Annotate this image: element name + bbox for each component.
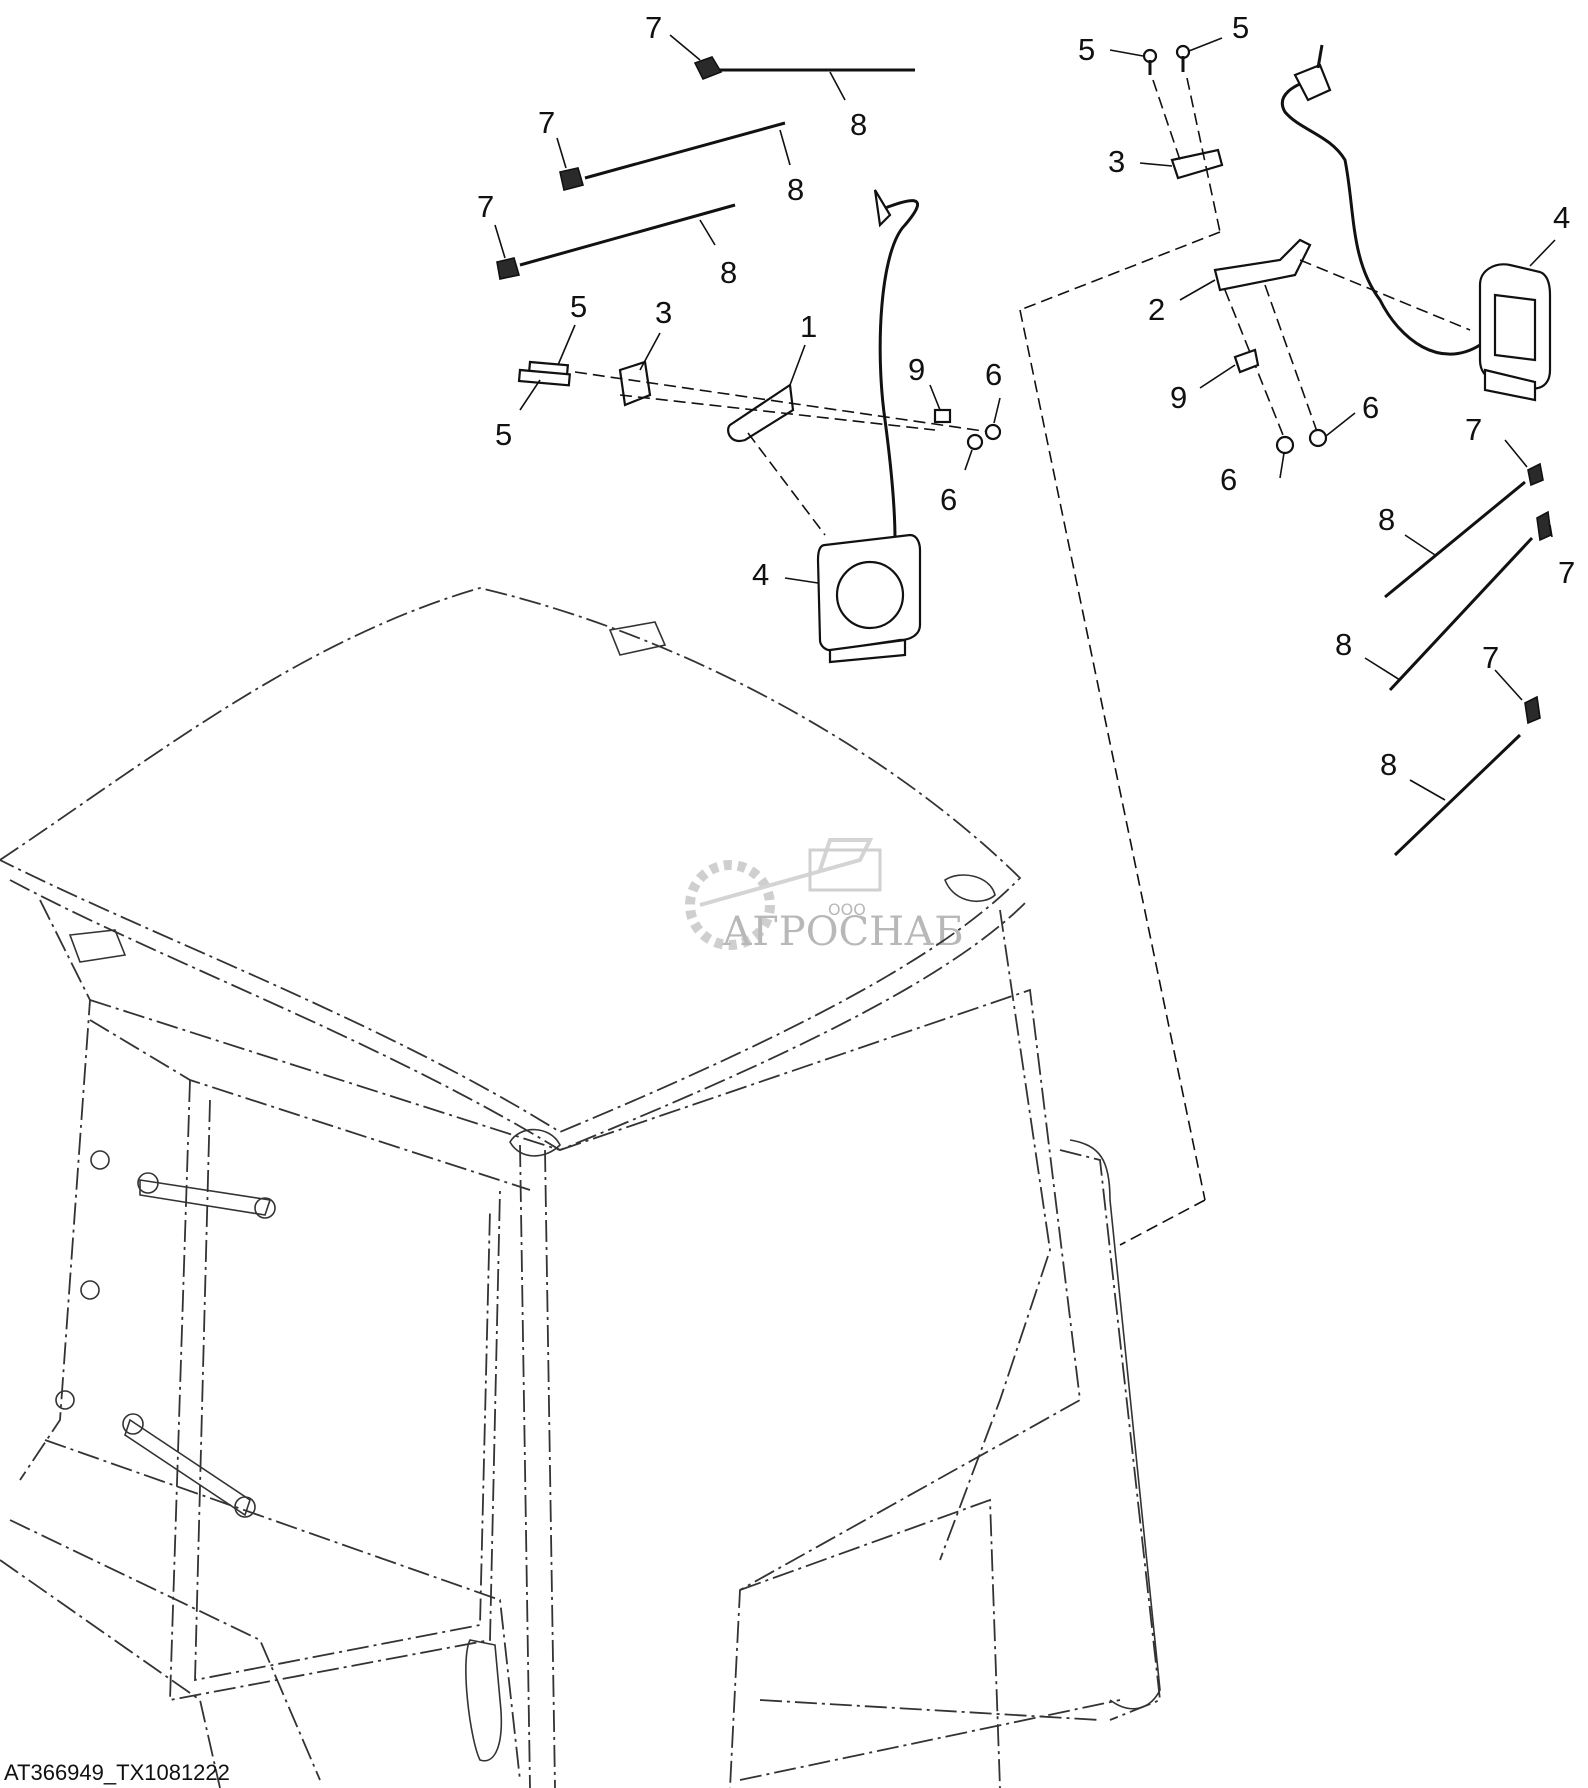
left-cable-tie-low — [496, 203, 736, 280]
callout-left-nut-clip: 9 — [908, 352, 925, 387]
callout-right-nut-b: 6 — [1362, 390, 1379, 425]
left-mount-bracket — [727, 383, 795, 443]
callout-left-tie-low: 7 — [477, 189, 494, 224]
callout-right-bolt-a: 5 — [1078, 32, 1095, 67]
door-hinge-lower — [122, 1413, 256, 1518]
right-bolt-b — [1175, 44, 1191, 72]
callout-left-tie-top: 7 — [645, 10, 662, 45]
callout-left-bolt-upper: 5 — [570, 289, 587, 324]
left-cable-tie-top — [693, 56, 915, 81]
callout-right-clip: 9 — [1170, 380, 1187, 415]
figure-reference-id: AT366949_TX1081222 — [4, 1760, 230, 1785]
right-cable-tie-b — [1388, 510, 1552, 692]
right-cable-tie-c — [1393, 695, 1541, 857]
callout-right-tie-c: 7 — [1482, 640, 1499, 675]
callout-left-bracket: 1 — [800, 309, 817, 344]
callout-left-nut-lower: 6 — [940, 482, 957, 517]
callout-right-tie-b-line: 8 — [1335, 627, 1352, 662]
left-work-lamp — [816, 533, 922, 664]
callout-left-tie-low-line: 8 — [720, 255, 737, 290]
callout-right-tie-a: 7 — [1465, 412, 1482, 447]
right-clamp — [1170, 148, 1224, 180]
callout-left-bolt-lower: 5 — [495, 417, 512, 452]
callout-right-nut-a: 6 — [1220, 462, 1237, 497]
callout-right-tie-b: 7 — [1558, 555, 1575, 590]
callout-right-tie-c-line: 8 — [1380, 747, 1397, 782]
right-clip — [1233, 348, 1260, 374]
callout-right-bracket: 2 — [1148, 292, 1165, 327]
cab-outline — [0, 587, 1161, 1788]
callout-left-tie-mid-line: 8 — [787, 172, 804, 207]
callout-right-tie-a-line: 8 — [1378, 502, 1395, 537]
callout-right-bolt-b: 5 — [1232, 10, 1249, 45]
right-nut-b — [1308, 428, 1328, 448]
left-nut-upper — [984, 423, 1002, 441]
right-nut-a — [1275, 435, 1295, 455]
left-bolt-lower — [517, 368, 572, 387]
callout-right-clamp: 3 — [1108, 144, 1125, 179]
callout-numbers: 7 8 7 8 7 8 5 5 3 1 9 6 6 4 5 5 3 2 9 6 … — [477, 10, 1575, 782]
callout-left-tie-mid: 7 — [538, 105, 555, 140]
callout-left-tie-top-line: 8 — [850, 107, 867, 142]
right-bolt-a — [1142, 48, 1158, 75]
left-clip-nut — [933, 408, 952, 424]
right-work-lamp — [1478, 263, 1552, 402]
left-clamp — [618, 360, 652, 407]
door-hinge-upper — [137, 1172, 276, 1219]
left-cable-tie-mid — [559, 121, 786, 191]
right-mount-bracket — [1213, 238, 1312, 292]
watermark-name-text: АГРОСНАБ — [722, 909, 964, 955]
right-cable-tie-a — [1384, 462, 1544, 599]
agrosnab-watermark: ООО АГРОСНАБ — [685, 838, 964, 955]
left-nut-lower — [966, 433, 984, 451]
leader-lines — [494, 34, 1556, 801]
callout-left-lamp: 4 — [752, 557, 769, 592]
watermark-small-text: ООО — [828, 900, 866, 919]
callout-right-lamp: 4 — [1553, 200, 1570, 235]
callout-left-nut-upper: 6 — [985, 357, 1002, 392]
callout-left-clamp: 3 — [655, 295, 672, 330]
